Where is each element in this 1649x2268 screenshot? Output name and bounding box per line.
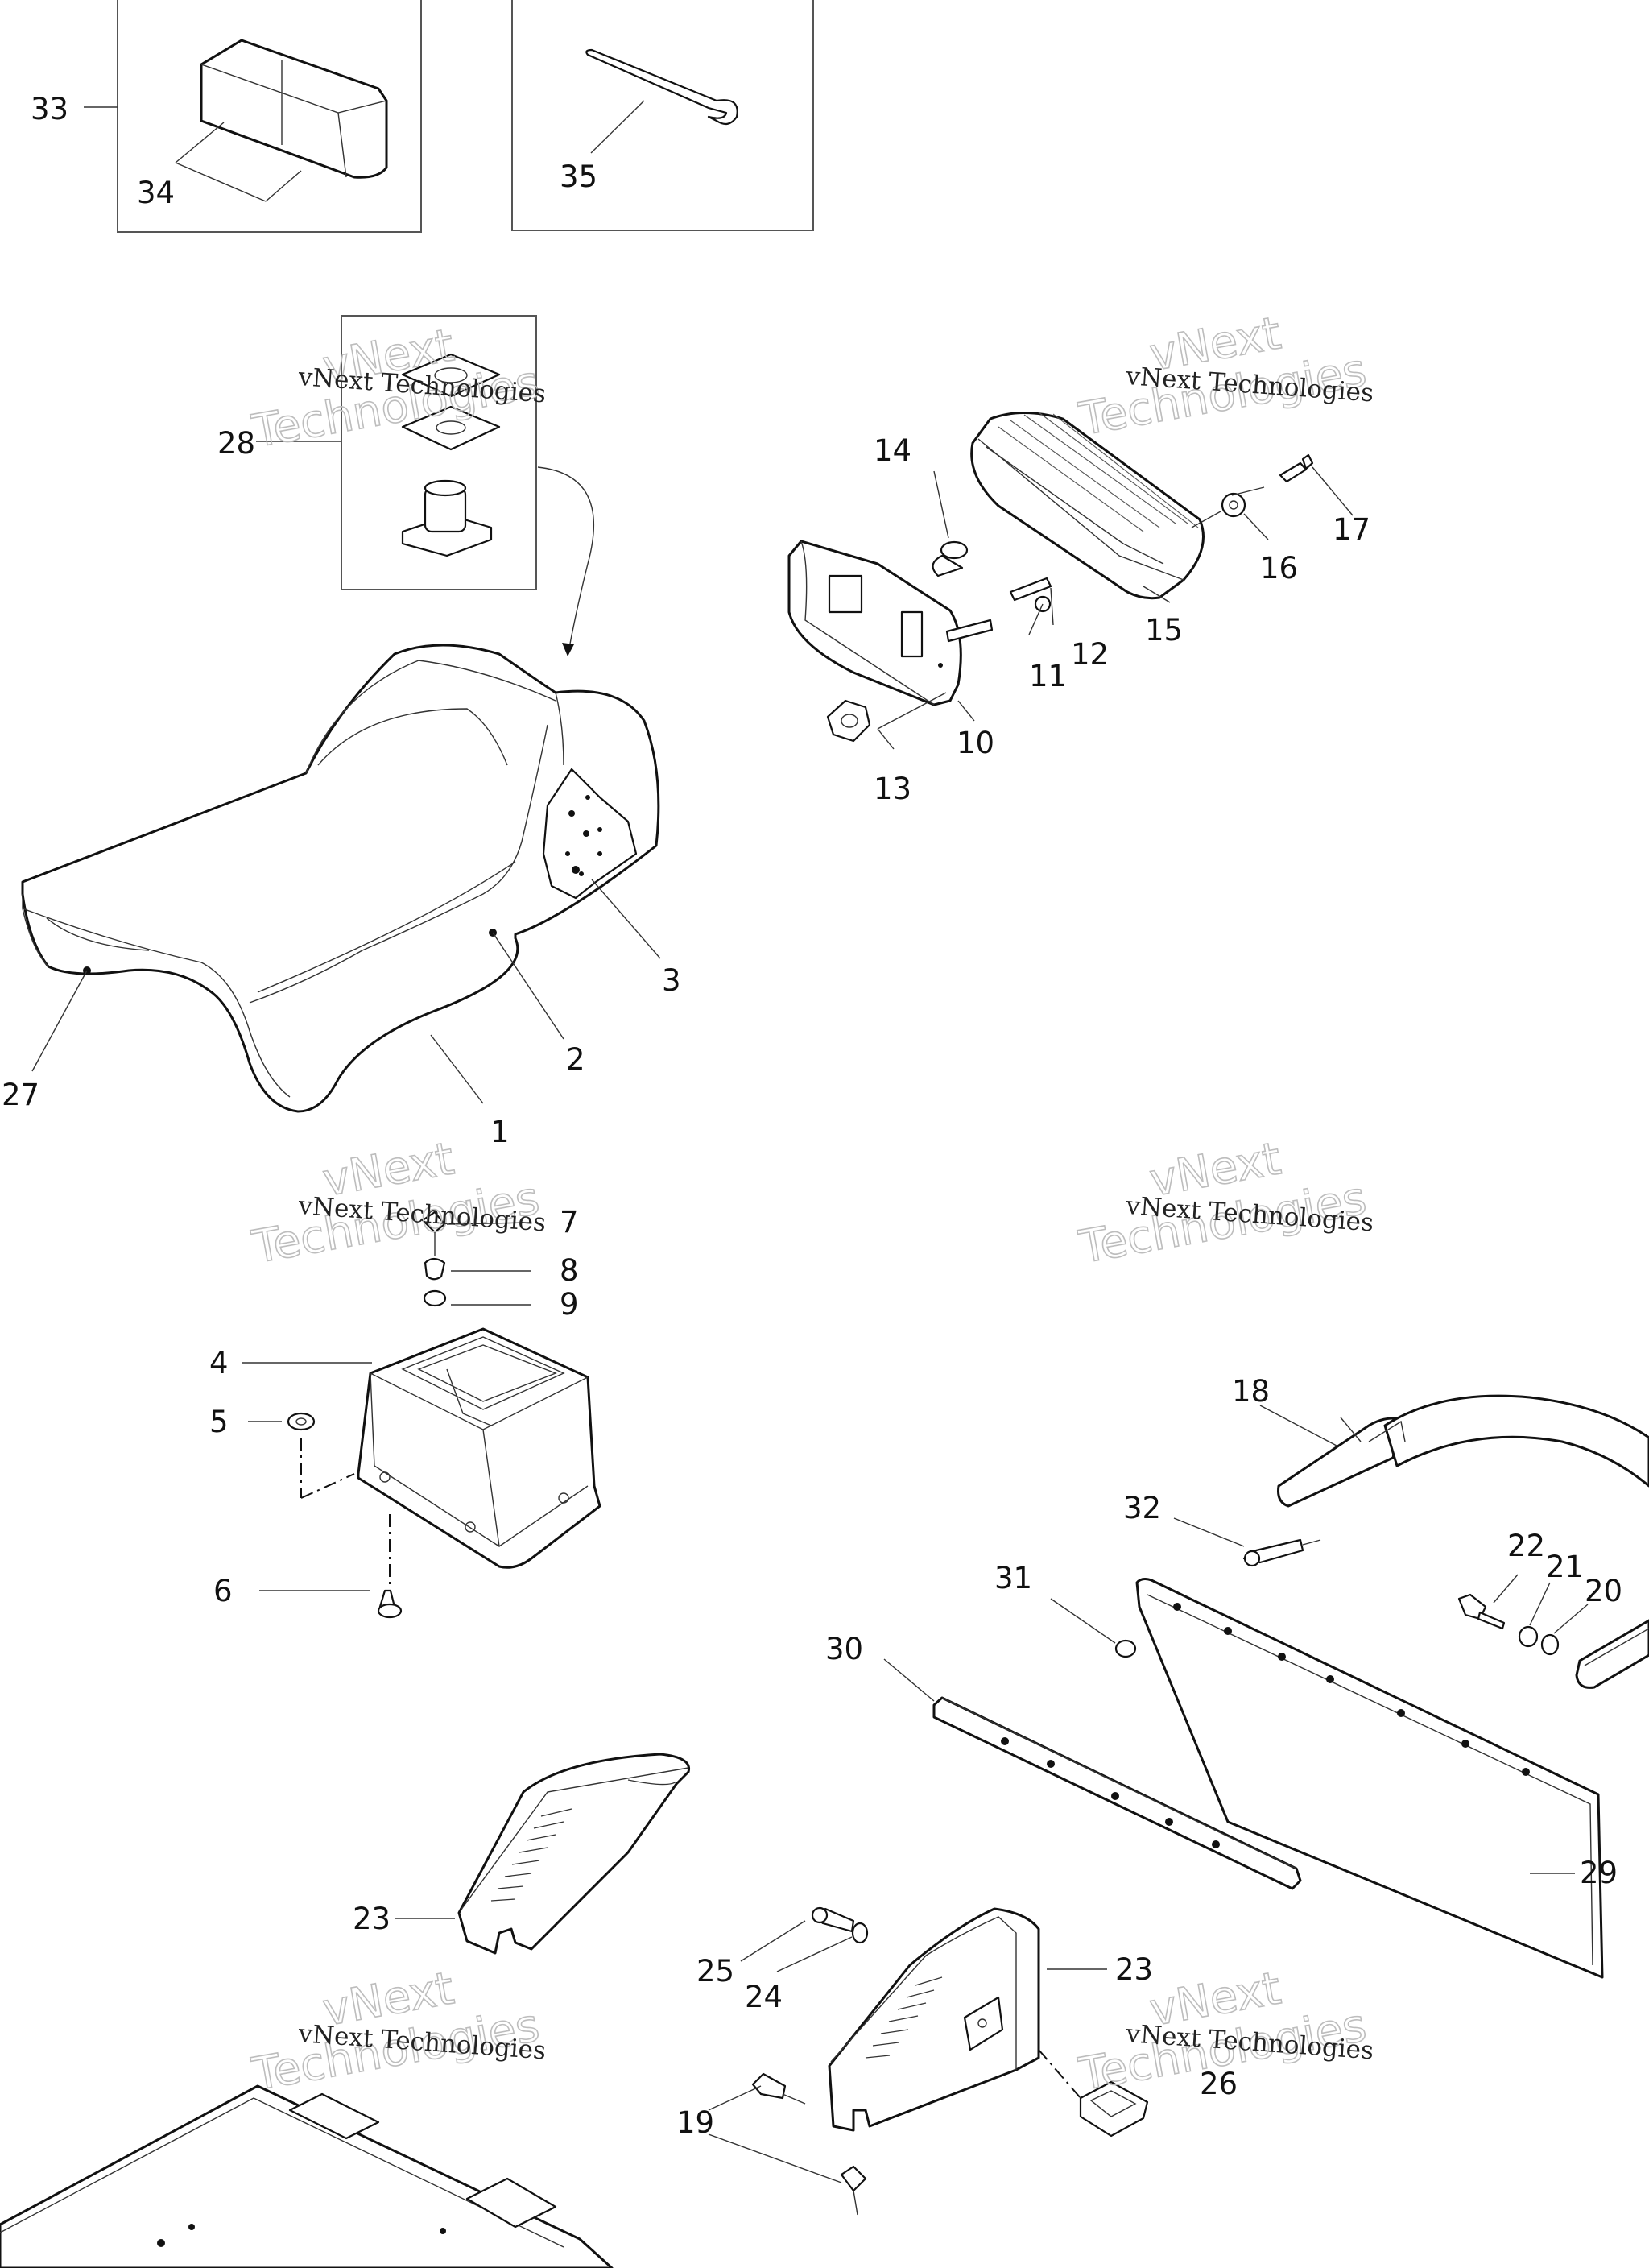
footrest-left-grip	[490, 1808, 572, 1902]
part-28-mount	[401, 353, 594, 657]
chassis-panel	[0, 2084, 614, 2268]
kit-box-28	[256, 315, 537, 590]
callout-2: 2	[566, 1042, 585, 1077]
callout-23-left: 23	[353, 1902, 391, 1936]
callout-4: 4	[209, 1346, 229, 1380]
kit-box-33	[84, 0, 422, 233]
footrest-right	[708, 1906, 1149, 2216]
callout-19: 19	[676, 2105, 714, 2140]
watermark-4: vNext Technologies vNext Technologies	[1074, 1132, 1374, 1275]
battery-box-assembly	[242, 1211, 601, 1619]
callout-20: 20	[1585, 1574, 1622, 1608]
callout-33: 33	[31, 92, 68, 126]
callout-1: 1	[490, 1115, 510, 1149]
lens-ribs	[998, 412, 1199, 532]
watermark-2: vNext Technologies vNext Technologies	[1074, 307, 1374, 447]
footrest-left	[395, 1753, 691, 1955]
callout-11: 11	[1029, 659, 1067, 693]
callout-3: 3	[662, 963, 681, 998]
callout-7: 7	[560, 1205, 579, 1240]
callout-21: 21	[1546, 1550, 1584, 1584]
callout-10: 10	[957, 726, 994, 760]
callout-14: 14	[874, 433, 911, 468]
callout-23-right: 23	[1115, 1952, 1153, 1987]
callout-26: 26	[1200, 2067, 1238, 2101]
callout-24: 24	[745, 1980, 783, 2014]
callout-13: 13	[874, 772, 911, 806]
callout-9: 9	[560, 1287, 579, 1322]
part-34-pad	[175, 39, 388, 202]
watermark-3: vNext Technologies vNext Technologies	[247, 1132, 547, 1275]
watermark-5: vNext Technologies vNext Technologies	[247, 1962, 547, 2102]
callout-8: 8	[560, 1253, 579, 1288]
callout-28: 28	[217, 426, 255, 461]
callout-5: 5	[209, 1405, 229, 1439]
callout-17: 17	[1333, 512, 1370, 547]
callout-34: 34	[137, 176, 175, 210]
callout-12: 12	[1071, 637, 1109, 672]
rear-bumper-assembly	[883, 1394, 1649, 1979]
footrest-right-grip	[865, 1976, 943, 2059]
kit-box-35	[511, 0, 814, 231]
callout-16: 16	[1260, 551, 1298, 586]
callout-6: 6	[213, 1574, 233, 1608]
callout-25: 25	[696, 1954, 734, 1989]
watermark-1: vNext Technologies vNext Technologies	[247, 319, 547, 459]
callout-15: 15	[1145, 613, 1183, 648]
callout-27: 27	[2, 1078, 39, 1112]
callout-30: 30	[825, 1632, 863, 1666]
callout-31: 31	[994, 1561, 1032, 1595]
callout-18: 18	[1232, 1374, 1270, 1409]
callout-29: 29	[1580, 1856, 1618, 1890]
part-35-wrench	[585, 48, 738, 154]
callout-22: 22	[1507, 1529, 1545, 1563]
callout-35: 35	[560, 159, 597, 194]
seat-assembly	[21, 644, 661, 1113]
callout-labels: 33 34 35 28 14 17 16 15 12 11 10 13 3 2 …	[2, 92, 1622, 2140]
tail-light-assembly	[787, 412, 1354, 750]
callout-32: 32	[1123, 1491, 1161, 1525]
